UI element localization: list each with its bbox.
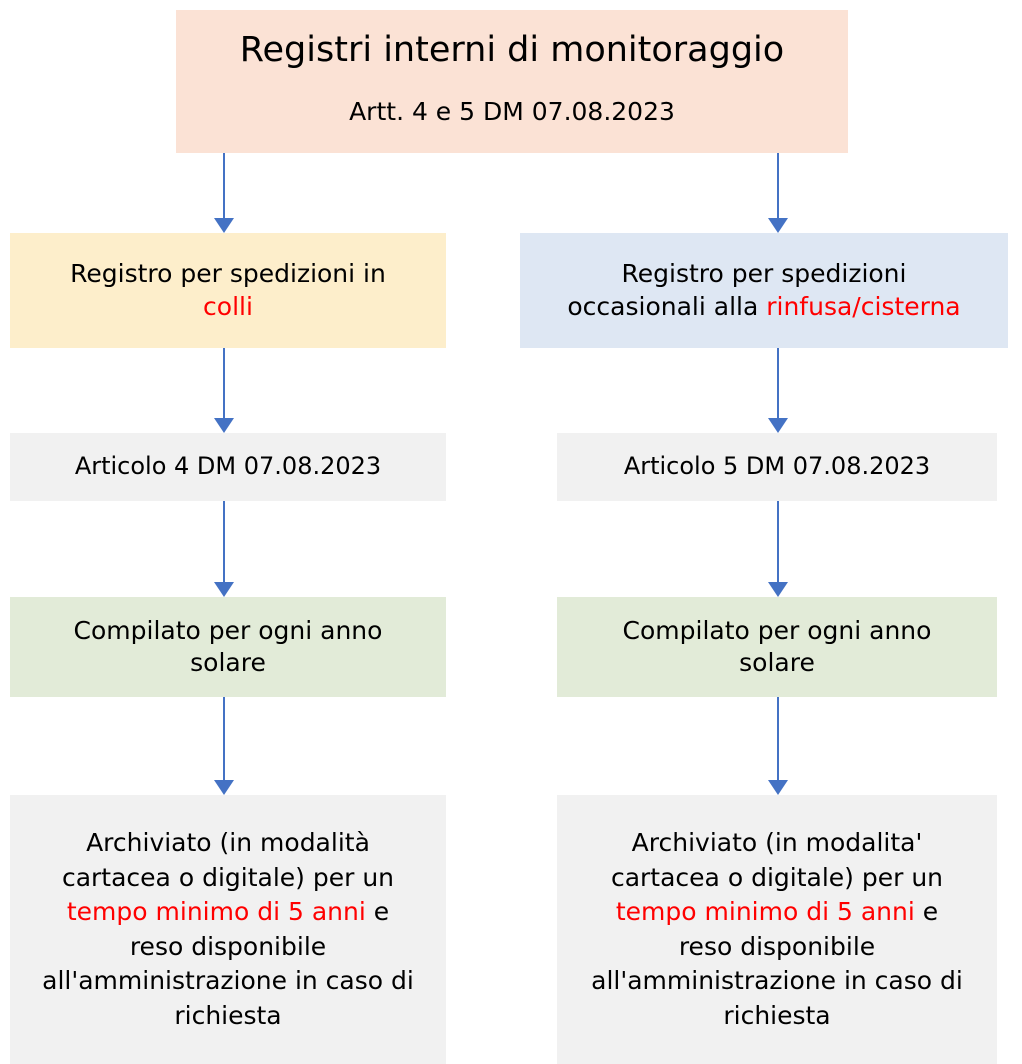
arrow-head-icon	[214, 780, 234, 795]
archiviato-right-line4: reso disponibile	[678, 931, 876, 961]
arrow-head-icon	[768, 218, 788, 233]
arrow-shaft	[223, 153, 225, 219]
arrow-head-icon	[768, 780, 788, 795]
compilato-left-line2: solare	[190, 648, 266, 677]
node-compilato-anno-solare-right: Compilato per ogni anno solare	[557, 597, 997, 697]
arrow-head-icon	[214, 418, 234, 433]
archiviato-right-line6: richiesta	[723, 1000, 831, 1030]
arrow-compilato-to-archiviato-right	[768, 697, 788, 795]
registro-colli-line1: Registro per spedizioni in	[70, 259, 386, 288]
archiviato-left-highlight: tempo minimo di 5 anni	[66, 897, 366, 926]
archiviato-left-line3-suffix: e	[365, 897, 390, 926]
arrow-title-to-registro-colli	[214, 153, 234, 233]
title-main-text: Registri interni di monitoraggio	[239, 30, 785, 70]
arrow-registro-rinfusa-to-articolo-5	[768, 348, 788, 433]
node-archiviato-right: Archiviato (in modalita' cartacea o digi…	[557, 795, 997, 1064]
arrow-head-icon	[214, 218, 234, 233]
arrow-head-icon	[768, 582, 788, 597]
node-registro-spedizioni-colli: Registro per spedizioni in colli	[10, 233, 446, 348]
arrow-shaft	[777, 348, 779, 419]
registro-colli-highlight: colli	[203, 291, 253, 321]
archiviato-left-line1: Archiviato (in modalità	[86, 828, 370, 857]
compilato-left-line1: Compilato per ogni anno	[73, 615, 383, 645]
archiviato-left-line3: tempo minimo di 5 anni e	[16, 895, 440, 930]
node-compilato-anno-solare-left: Compilato per ogni anno solare	[10, 597, 446, 697]
archiviato-right-highlight: tempo minimo di 5 anni	[615, 897, 915, 926]
archiviato-right-line3-suffix: e	[914, 897, 939, 926]
node-articolo-5: Articolo 5 DM 07.08.2023	[557, 433, 997, 501]
arrow-shaft	[777, 153, 779, 219]
archiviato-right-line1: Archiviato (in modalita'	[631, 828, 923, 857]
compilato-right-line1: Compilato per ogni anno	[622, 615, 932, 645]
arrow-compilato-to-archiviato-left	[214, 697, 234, 795]
arrow-title-to-registro-rinfusa	[768, 153, 788, 233]
node-registro-spedizioni-rinfusa: Registro per spedizioni occasionali alla…	[520, 233, 1008, 348]
registro-rinfusa-line2: occasionali alla rinfusa/cisterna	[526, 291, 1002, 324]
archiviato-left-line5: all'amministrazione in caso di	[42, 966, 414, 995]
arrow-articolo-5-to-compilato	[768, 501, 788, 597]
arrow-articolo-4-to-compilato	[214, 501, 234, 597]
node-articolo-4: Articolo 4 DM 07.08.2023	[10, 433, 446, 501]
archiviato-right-line5: all'amministrazione in caso di	[591, 966, 963, 995]
articolo-5-text: Articolo 5 DM 07.08.2023	[623, 452, 931, 481]
node-registri-interni-title: Registri interni di monitoraggio Artt. 4…	[176, 10, 848, 153]
registro-rinfusa-line1: Registro per spedizioni	[621, 259, 907, 288]
archiviato-right-line2: cartacea o digitale) per un	[610, 862, 944, 892]
arrow-shaft	[777, 697, 779, 781]
arrow-shaft	[223, 348, 225, 419]
node-archiviato-left: Archiviato (in modalità cartacea o digit…	[10, 795, 446, 1064]
arrow-head-icon	[214, 582, 234, 597]
articolo-4-text: Articolo 4 DM 07.08.2023	[74, 452, 382, 481]
compilato-right-line2: solare	[739, 648, 815, 677]
archiviato-left-line2: cartacea o digitale) per un	[61, 862, 395, 892]
arrow-shaft	[777, 501, 779, 583]
registro-rinfusa-line2-prefix: occasionali alla	[567, 291, 767, 321]
archiviato-right-line3: tempo minimo di 5 anni e	[563, 895, 991, 930]
registro-rinfusa-highlight: rinfusa/cisterna	[766, 291, 961, 321]
arrow-shaft	[223, 697, 225, 781]
arrow-head-icon	[768, 418, 788, 433]
archiviato-left-line6: richiesta	[174, 1000, 282, 1030]
archiviato-left-line4: reso disponibile	[129, 931, 327, 961]
arrow-shaft	[223, 501, 225, 583]
title-subtitle-text: Artt. 4 e 5 DM 07.08.2023	[349, 96, 675, 126]
arrow-registro-colli-to-articolo-4	[214, 348, 234, 433]
